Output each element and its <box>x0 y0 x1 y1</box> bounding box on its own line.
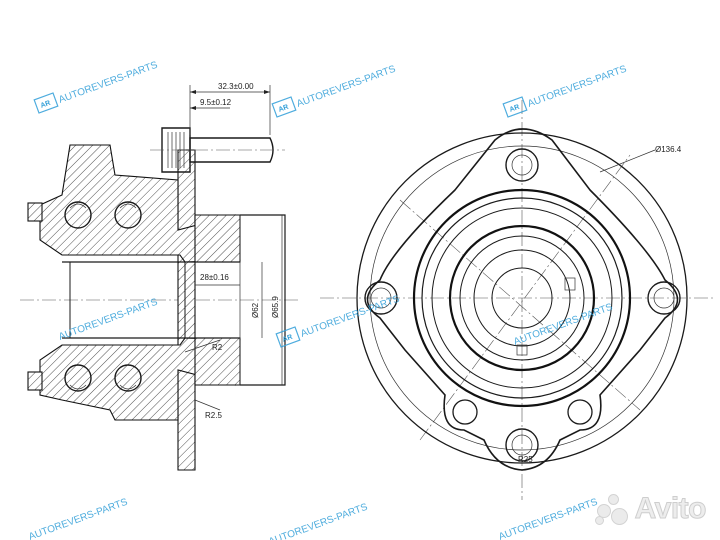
dim-pilot-diameter: Ø65.9 <box>271 296 280 318</box>
dim-bolt-angle: R25 <box>518 455 533 464</box>
avito-logo-text: Avito <box>634 492 707 526</box>
svg-text:AUTOREVERS-PARTS: AUTOREVERS-PARTS <box>27 497 129 540</box>
svg-text:AR: AR <box>509 104 521 114</box>
watermark-2: AR AUTOREVERS-PARTS <box>271 64 398 118</box>
svg-text:AUTOREVERS-PARTS: AUTOREVERS-PARTS <box>512 302 614 348</box>
avito-dots-icon <box>594 494 629 525</box>
stud-hole-top <box>505 148 539 182</box>
svg-text:AUTOREVERS-PARTS: AUTOREVERS-PARTS <box>57 60 159 106</box>
dim-stud-length: 32.3±0.00 <box>218 82 254 91</box>
watermark-7: AUTOREVERS-PARTS <box>27 497 129 540</box>
svg-text:AR: AR <box>40 100 52 110</box>
svg-text:AUTOREVERS-PARTS: AUTOREVERS-PARTS <box>497 497 599 540</box>
stud-hole-lower-right <box>567 399 593 425</box>
svg-text:AUTOREVERS-PARTS: AUTOREVERS-PARTS <box>57 297 159 343</box>
svg-text:AR: AR <box>278 104 290 114</box>
section-view: 32.3±0.00 9.5±0.12 28±0.16 Ø62 Ø65.9 R2 … <box>20 82 300 471</box>
svg-text:AUTOREVERS-PARTS: AUTOREVERS-PARTS <box>526 64 628 110</box>
watermark-8: AUTOREVERS-PARTS <box>267 502 369 540</box>
dim-fillet-inner: R2 <box>212 343 223 352</box>
watermark-4: AUTOREVERS-PARTS <box>57 297 159 343</box>
dim-fillet-flange: R2.5 <box>205 411 222 420</box>
svg-text:AUTOREVERS-PARTS: AUTOREVERS-PARTS <box>267 502 369 540</box>
stud-hole-bottom <box>505 428 539 462</box>
svg-text:AUTOREVERS-PARTS: AUTOREVERS-PARTS <box>295 64 397 110</box>
stud-hole-left <box>364 281 398 315</box>
svg-text:AUTOREVERS-PARTS: AUTOREVERS-PARTS <box>299 294 401 340</box>
stud-hole-right <box>647 281 681 315</box>
watermark-1: AR AUTOREVERS-PARTS <box>33 60 160 114</box>
dim-bore-depth: 28±0.16 <box>200 273 229 282</box>
dim-inner-diameter: Ø62 <box>251 302 260 318</box>
watermark-6: AUTOREVERS-PARTS <box>512 302 614 348</box>
avito-logo: Avito <box>594 492 707 526</box>
dim-stud-offset: 9.5±0.12 <box>200 98 232 107</box>
dim-pcd: Ø136.4 <box>655 145 682 154</box>
svg-text:AR: AR <box>282 334 294 344</box>
stud-hole-lower-left <box>452 399 478 425</box>
front-view: Ø136.4 R25 <box>320 100 715 500</box>
watermark-9: AUTOREVERS-PARTS <box>497 497 599 540</box>
